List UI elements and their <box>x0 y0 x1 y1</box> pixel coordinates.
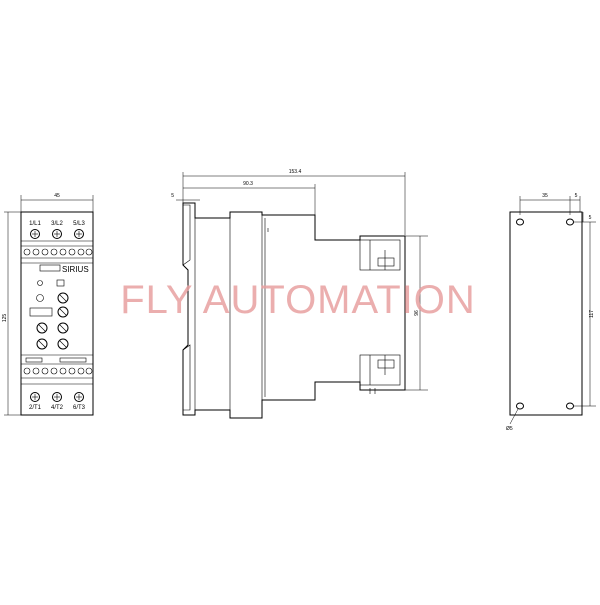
mounting-height-label: 117 <box>589 310 595 318</box>
terminal-label-top: 5/L3 <box>73 221 85 227</box>
side-terminal-cavities <box>359 239 401 394</box>
mounting-hole <box>566 402 574 410</box>
mounting-width-label: 35 <box>542 193 548 199</box>
adjustment-dial-icon <box>57 338 69 350</box>
watermark-text: FLY AUTOMATION <box>120 278 476 322</box>
hole-leader-line <box>509 408 519 425</box>
front-height-label: 125 <box>2 314 8 323</box>
bottom-screw-terminals <box>30 392 84 402</box>
front-width-label: 45 <box>54 193 60 199</box>
overall-depth-label: 153.4 <box>289 169 302 175</box>
adjustment-dial-icon <box>57 322 69 334</box>
label-window <box>29 307 53 317</box>
adjustment-dial-icon <box>57 292 69 304</box>
partial-depth-label: 90.3 <box>243 181 253 187</box>
terminal-label-top: 1/L1 <box>29 221 41 227</box>
side-height-label: 96 <box>414 310 420 316</box>
offset-label: 5 <box>171 193 174 199</box>
brand-label: SIRIUS <box>62 265 89 274</box>
front-view: 45 125 1/L1 3/L2 5/L3 <box>2 193 94 416</box>
din-clip <box>182 204 191 266</box>
top-screw-terminals <box>30 229 84 239</box>
front-housing <box>20 211 94 416</box>
front-controls <box>29 279 69 350</box>
edge-offset-label-side: 5 <box>589 215 592 221</box>
terminal-label-bottom: 6/T3 <box>73 405 86 411</box>
hole-diameter-label: Ø5 <box>506 426 513 432</box>
adjustment-dial-icon <box>36 338 48 350</box>
mounting-hole <box>566 218 574 226</box>
control-terminals-bottom <box>21 354 93 385</box>
terminal-label-bottom: 2/T1 <box>29 405 42 411</box>
control-terminals-top <box>21 245 93 264</box>
mounting-hole <box>516 218 524 226</box>
siemens-logo-plate <box>39 264 61 272</box>
terminal-label-top: 3/L2 <box>51 221 63 227</box>
edge-offset-label-top: 5 <box>575 193 578 199</box>
adjustment-dial-icon <box>36 322 48 334</box>
adjustment-dial-icon <box>57 306 69 318</box>
mounting-plate <box>509 211 583 416</box>
side-view: 153.4 90.3 5 <box>171 169 428 419</box>
mounting-hole <box>516 402 524 410</box>
terminal-label-bottom: 4/T2 <box>51 405 64 411</box>
mounting-view: 35 5 5 117 Ø5 <box>506 193 596 432</box>
